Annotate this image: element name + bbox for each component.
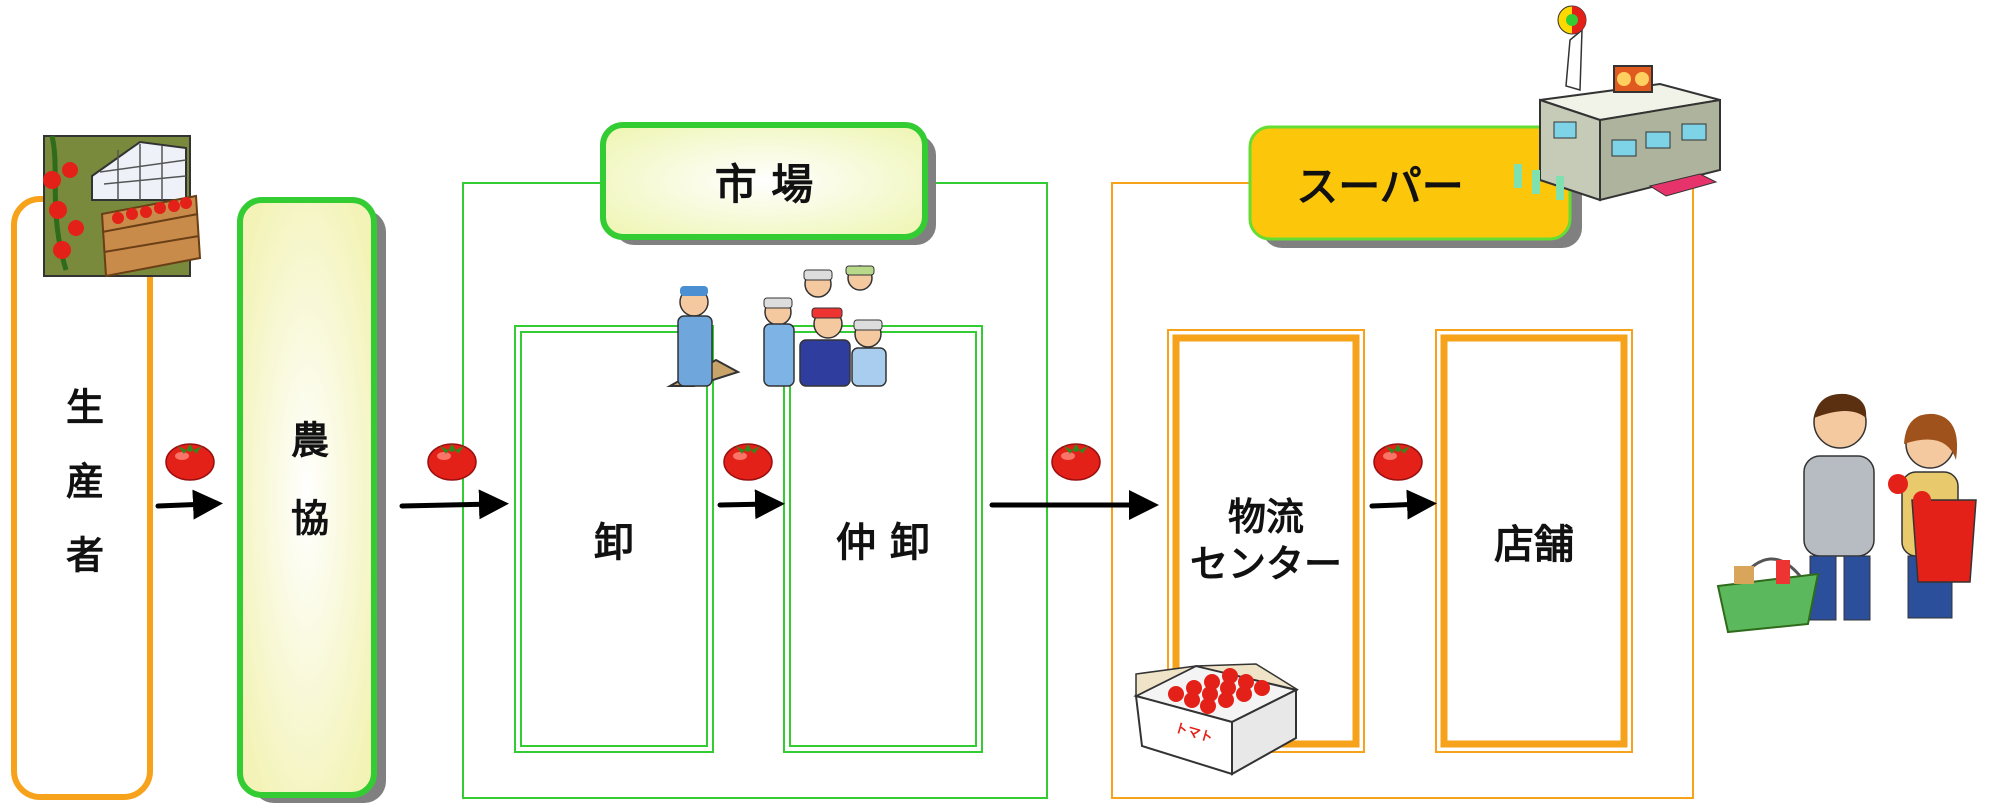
arrow-ja-wholesaler	[399, 489, 509, 520]
supermarket-building-icon	[1514, 5, 1721, 202]
tomato-icon	[1051, 443, 1101, 481]
super-title: スーパー	[1296, 161, 1464, 211]
tomato-icon	[165, 443, 215, 481]
wholesaler-box-outer	[514, 325, 714, 753]
arrow-distribution-store	[1369, 489, 1437, 520]
shoppers-icon	[1716, 393, 1977, 634]
market-title-box	[600, 122, 928, 240]
flow-arrows	[155, 489, 1437, 520]
store-box-outer	[1435, 329, 1633, 753]
ja-box	[237, 197, 377, 798]
wholesaler-box-inner	[520, 331, 708, 747]
intermediate-box-outer	[783, 325, 983, 753]
ja-label: 農協	[284, 419, 329, 576]
store-label: 店舗	[1494, 522, 1574, 568]
wholesaler-label: 卸	[594, 520, 634, 566]
tomato-icon	[1373, 443, 1423, 481]
market-workers-icon	[666, 265, 887, 387]
market-title: 市 場	[714, 159, 814, 209]
arrow-producer-ja	[155, 489, 223, 520]
tomato-icon	[427, 443, 477, 481]
farm-illustration-icon	[43, 135, 202, 278]
tomato-icon	[723, 443, 773, 481]
store-box-inner	[1440, 334, 1628, 748]
tomato-box-icon	[1133, 663, 1299, 776]
producer-label: 生産者	[59, 387, 104, 609]
arrow-wholesaler-intermediate	[717, 489, 785, 520]
intermediate-box-inner	[789, 331, 977, 747]
distribution-center-label: 物流 センター	[1189, 494, 1342, 587]
intermediate-label: 仲 卸	[836, 520, 930, 566]
